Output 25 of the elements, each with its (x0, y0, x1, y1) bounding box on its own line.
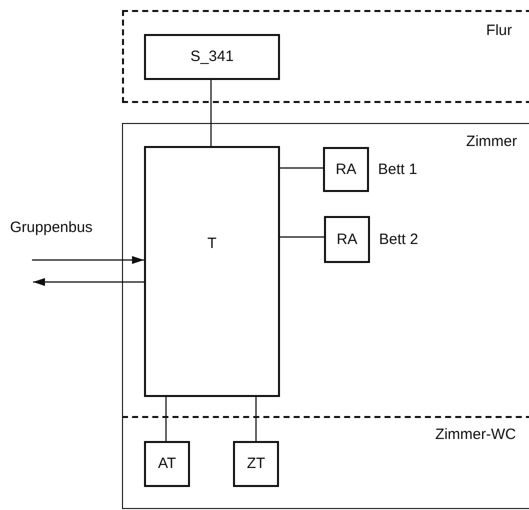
node-label: ZT (246, 455, 266, 473)
terminal-box (144, 146, 280, 397)
node-label: T (207, 235, 217, 253)
connector-line (210, 80, 212, 146)
bus-label: Gruppenbus (10, 219, 93, 236)
area-frame (122, 10, 529, 103)
arrow (32, 256, 144, 264)
node-label: AT (158, 455, 176, 473)
node-label: RA (336, 160, 356, 178)
node-label: Zimmer-WC (435, 426, 516, 444)
connector-line (280, 167, 323, 169)
connector-line (280, 236, 324, 238)
connector-line (165, 397, 167, 441)
bed-label: Bett 1 (378, 160, 418, 178)
node-label: Flur (486, 22, 512, 40)
room-frame (122, 123, 529, 509)
arrow (33, 278, 144, 286)
node-label: Zimmer (466, 133, 517, 151)
bed-label: Bett 2 (379, 230, 418, 248)
node-label: RA (336, 230, 358, 248)
device-box (233, 441, 279, 487)
node-label: S_341 (190, 48, 234, 66)
connector-line (255, 397, 257, 441)
device-box (144, 34, 280, 80)
device-box (144, 441, 190, 487)
